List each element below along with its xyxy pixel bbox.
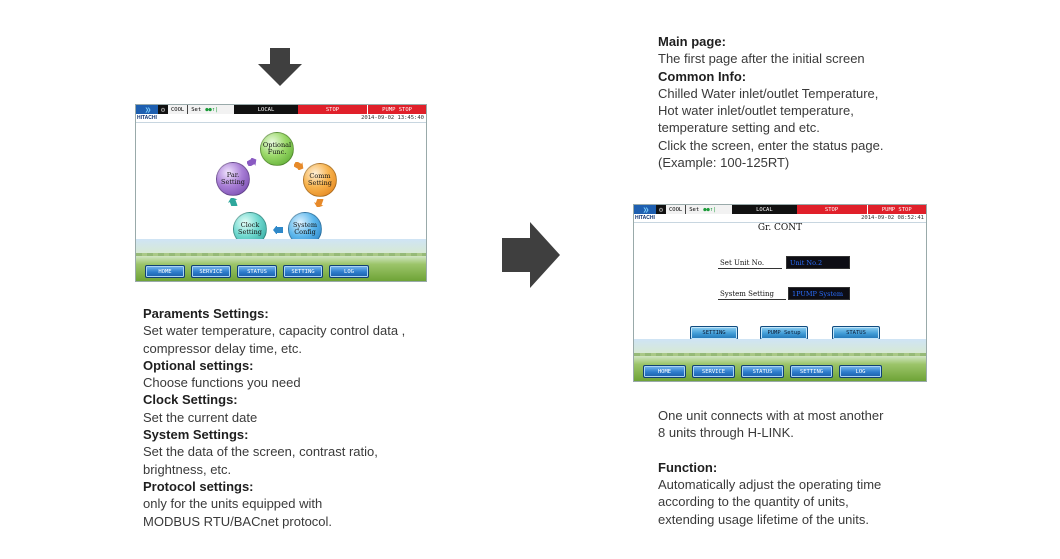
- group-control-screen: ❯❯ ⚙ COOL Set●●↑| LOCAL STOP PUMP STOP H…: [633, 204, 927, 382]
- nav-setting-button[interactable]: SETTING: [790, 365, 833, 378]
- status-bar: ❯❯ ⚙ COOL Set●●↑| LOCAL STOP PUMP STOP: [634, 205, 926, 214]
- state-indicator: STOP: [796, 205, 867, 214]
- nav-home-button[interactable]: HOME: [643, 365, 686, 378]
- optional-heading: Optional settings:: [143, 357, 254, 373]
- clock-line2: Setting: [238, 228, 262, 236]
- flow-arrow-icon: [314, 199, 324, 207]
- comm-line1: Comm: [309, 172, 331, 180]
- set-label: Set: [191, 106, 202, 113]
- page-title: Gr. CONT: [757, 223, 803, 233]
- set-indicator: Set●●↑|: [686, 205, 733, 214]
- intro-line: One unit connects with at most another: [658, 408, 884, 423]
- function-line: extending usage lifetime of the units.: [658, 511, 870, 527]
- main-page-heading: Main page:: [658, 34, 726, 49]
- down-arrow-icon: [258, 48, 302, 86]
- settings-description: Paraments Settings: Set water temperatur…: [143, 305, 405, 530]
- nav-setting-button[interactable]: SETTING: [283, 265, 323, 278]
- nav-home-button[interactable]: HOME: [145, 265, 185, 278]
- flow-arrow-icon: [228, 198, 238, 206]
- clock-heading: Clock Settings:: [143, 392, 238, 408]
- par-line2: Setting: [221, 178, 245, 186]
- par-setting-button[interactable]: Par.Setting: [216, 162, 250, 196]
- location-indicator: LOCAL: [234, 105, 298, 114]
- set-dots: ●●↑|: [703, 206, 717, 213]
- system-line1: System: [292, 221, 318, 229]
- nav-service-button[interactable]: SERVICE: [191, 265, 231, 278]
- mode-indicator: COOL: [168, 105, 189, 114]
- info-bar: HITACHI 2014-09-02 08:52:41: [634, 214, 926, 223]
- function-line: Automatically adjust the operating time: [658, 477, 882, 493]
- function-description: One unit connects with at most another 8…: [658, 407, 883, 528]
- right-arrow-icon: [502, 222, 560, 288]
- nav-log-button[interactable]: LOG: [839, 365, 882, 378]
- set-label: Set: [689, 206, 700, 213]
- main-menu-screen: ❯❯ ⚙ COOL Set●●↑| LOCAL STOP PUMP STOP H…: [135, 104, 427, 282]
- protocol-heading: Protocol settings:: [143, 478, 254, 494]
- setting-button[interactable]: SETTING: [690, 326, 738, 340]
- set-unit-label: Set Unit No.: [718, 256, 782, 269]
- paraments-heading: Paraments Settings:: [143, 306, 269, 321]
- common-info-heading: Common Info:: [658, 68, 747, 84]
- common-info-line: Click the screen, enter the status page.: [658, 137, 884, 153]
- common-info-line: Chilled Water inlet/outlet Temperature,: [658, 85, 879, 101]
- gear-icon[interactable]: ⚙: [160, 105, 166, 114]
- set-unit-field[interactable]: Unit No.2: [786, 256, 850, 269]
- gear-icon[interactable]: ⚙: [658, 205, 664, 214]
- system-setting-field[interactable]: 1PUMP System: [788, 287, 850, 300]
- brand-logo: HITACHI: [137, 115, 157, 121]
- flow-arrow-icon: [294, 162, 304, 170]
- system-line: Set the data of the screen, contrast rat…: [143, 444, 378, 460]
- system-setting-label: System Setting: [718, 287, 786, 300]
- nav-status-button[interactable]: STATUS: [741, 365, 784, 378]
- main-page-line: The first page after the initial screen: [658, 51, 865, 67]
- optional-line: Choose functions you need: [143, 375, 301, 391]
- flow-arrow-icon: [247, 158, 257, 166]
- set-dots: ●●↑|: [205, 106, 219, 113]
- datetime: 2014-09-02 13:45:40: [361, 115, 424, 121]
- nav-service-button[interactable]: SERVICE: [692, 365, 735, 378]
- function-line: according to the quantity of units,: [658, 494, 849, 510]
- pump-indicator: PUMP STOP: [367, 105, 426, 114]
- main-page-description: Main page: The first page after the init…: [658, 33, 883, 171]
- function-heading: Function:: [658, 459, 718, 475]
- intro-line: 8 units through H-LINK.: [658, 425, 794, 441]
- state-indicator: STOP: [297, 105, 368, 114]
- paraments-line: compressor delay time, etc.: [143, 340, 302, 356]
- mode-indicator: COOL: [666, 205, 687, 214]
- status-button[interactable]: STATUS: [832, 326, 880, 340]
- clock-line: Set the current date: [143, 409, 258, 425]
- nav-status-button[interactable]: STATUS: [237, 265, 277, 278]
- protocol-line: MODBUS RTU/BACnet protocol.: [143, 513, 333, 529]
- protocol-line: only for the units equipped with: [143, 496, 323, 512]
- clock-line1: Clock: [240, 221, 260, 229]
- par-line1: Par.: [226, 171, 240, 179]
- common-info-line: temperature setting and etc.: [658, 120, 820, 136]
- back-chevron-icon[interactable]: ❯❯: [634, 205, 656, 214]
- bottom-nav: HOME SERVICE STATUS SETTING LOG: [634, 365, 926, 378]
- datetime: 2014-09-02 08:52:41: [861, 215, 924, 221]
- system-line: brightness, etc.: [143, 461, 232, 477]
- common-info-line: Hot water inlet/outlet temperature,: [658, 103, 854, 119]
- nav-log-button[interactable]: LOG: [329, 265, 369, 278]
- info-bar: HITACHI 2014-09-02 13:45:40: [136, 114, 426, 123]
- bottom-nav: HOME SERVICE STATUS SETTING LOG: [136, 265, 426, 278]
- pump-setup-button[interactable]: PUMP Setup: [760, 326, 808, 340]
- system-heading: System Settings:: [143, 427, 249, 443]
- flow-arrow-icon: [273, 226, 283, 234]
- system-line2: Config: [294, 228, 316, 236]
- set-indicator: Set●●↑|: [188, 105, 235, 114]
- back-chevron-icon[interactable]: ❯❯: [136, 105, 158, 114]
- common-info-line: (Example: 100-125RT): [658, 155, 790, 171]
- optional-line2: Func.: [267, 148, 287, 156]
- optional-line1: Optional: [262, 141, 292, 149]
- brand-logo: HITACHI: [635, 215, 655, 221]
- paraments-line: Set water temperature, capacity control …: [143, 323, 406, 339]
- status-bar: ❯❯ ⚙ COOL Set●●↑| LOCAL STOP PUMP STOP: [136, 105, 426, 114]
- pump-indicator: PUMP STOP: [866, 205, 926, 214]
- location-indicator: LOCAL: [732, 205, 797, 214]
- comm-line2: Setting: [308, 179, 332, 187]
